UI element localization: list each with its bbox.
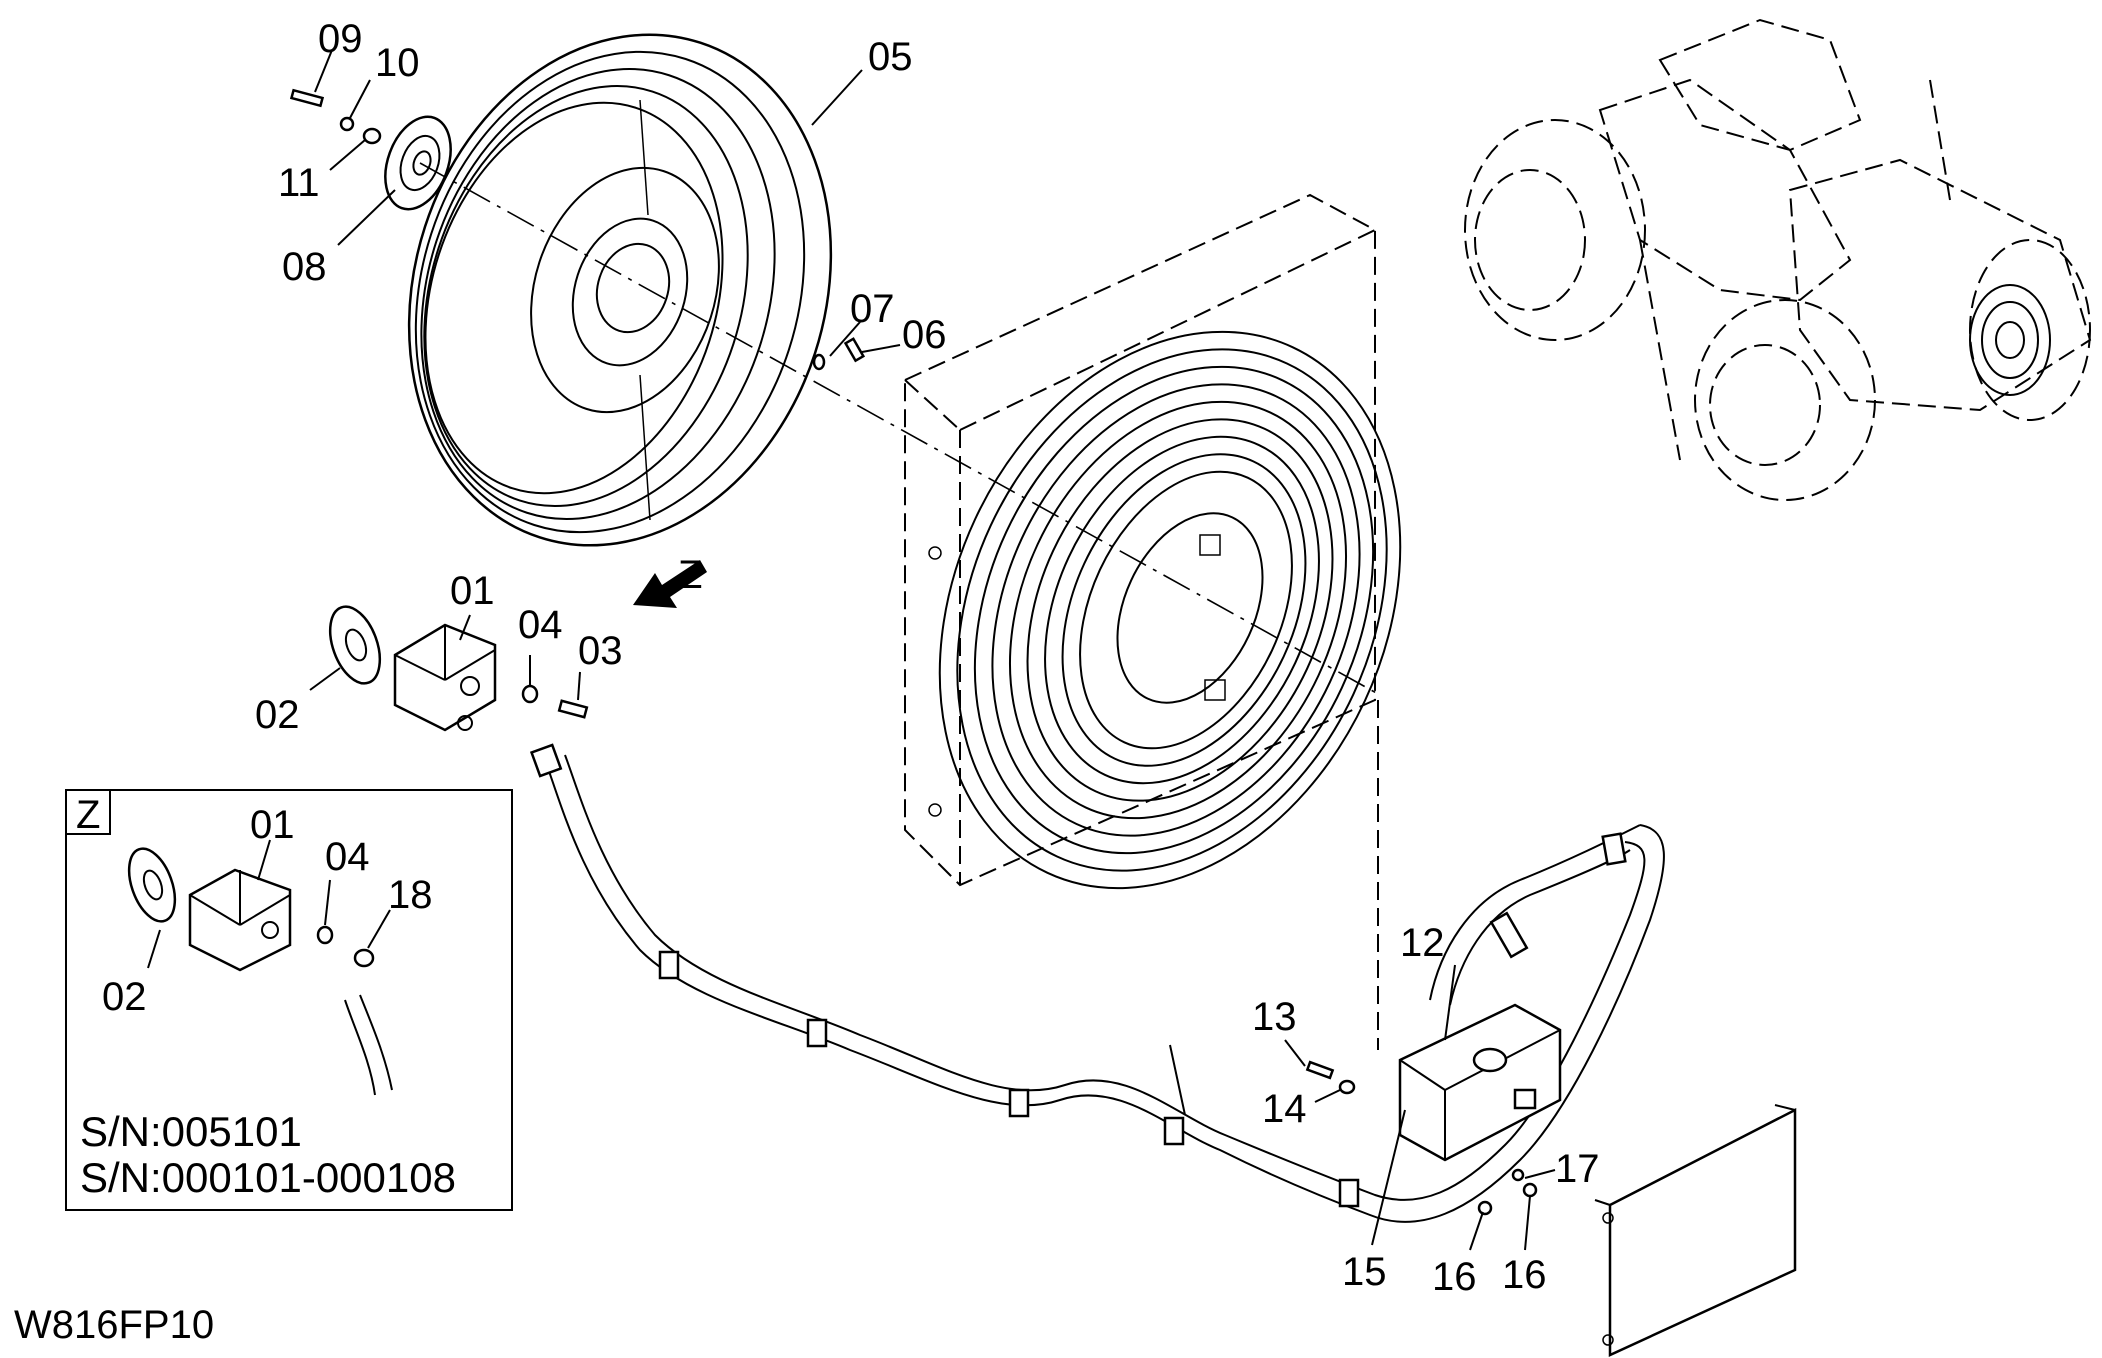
radiator-housing xyxy=(904,193,1376,887)
inset-view-z: Z S/N:005101 S/N:000101-000108 xyxy=(65,789,513,1211)
callout-07: 07 xyxy=(850,287,895,331)
inset-label: Z xyxy=(76,793,100,837)
callout-05: 05 xyxy=(868,35,913,79)
callout-16-left: 16 xyxy=(1432,1255,1477,1299)
callout-09: 09 xyxy=(318,17,363,61)
inset-callout-18: 18 xyxy=(388,873,433,917)
callout-06: 06 xyxy=(902,313,947,357)
screw-hardware xyxy=(812,337,866,371)
view-arrow: Z xyxy=(633,553,707,608)
fan-guard xyxy=(938,330,1402,890)
callout-labels: 05 07 06 09 10 11 08 01 04 03 02 12 13 1… xyxy=(102,17,1600,1299)
serial-number-line-2: S/N:000101-000108 xyxy=(80,1154,456,1201)
inset-callout-04: 04 xyxy=(325,835,370,879)
view-marker-label: Z xyxy=(678,553,702,597)
axis-line xyxy=(419,162,1381,696)
callout-17: 17 xyxy=(1555,1147,1600,1191)
callout-03: 03 xyxy=(578,629,623,673)
inset-callout-01: 01 xyxy=(250,803,295,847)
drawing-code: W816FP10 xyxy=(14,1303,214,1347)
fan-wheel-part xyxy=(407,33,833,547)
callout-13: 13 xyxy=(1252,995,1297,1039)
callout-08: 08 xyxy=(282,245,327,289)
callout-16-right: 16 xyxy=(1502,1253,1547,1297)
hub-plate-part xyxy=(289,88,452,211)
callout-14: 14 xyxy=(1262,1087,1307,1131)
wire-harness xyxy=(529,743,1665,1223)
tractor-location-view xyxy=(1464,18,2092,501)
callout-15: 15 xyxy=(1342,1250,1387,1294)
controller-box xyxy=(1305,1003,1562,1216)
callout-02: 02 xyxy=(255,693,300,737)
serial-number-line-1: S/N:005101 xyxy=(80,1108,302,1155)
callout-01: 01 xyxy=(450,569,495,613)
callout-11: 11 xyxy=(278,161,320,205)
sensor-assembly xyxy=(328,605,589,732)
callout-10: 10 xyxy=(375,41,420,85)
callout-12: 12 xyxy=(1400,921,1445,965)
callout-leaders xyxy=(147,49,1556,1251)
side-cover-plate xyxy=(1594,1104,1797,1357)
inset-callout-02: 02 xyxy=(102,975,147,1019)
callout-04: 04 xyxy=(518,603,563,647)
